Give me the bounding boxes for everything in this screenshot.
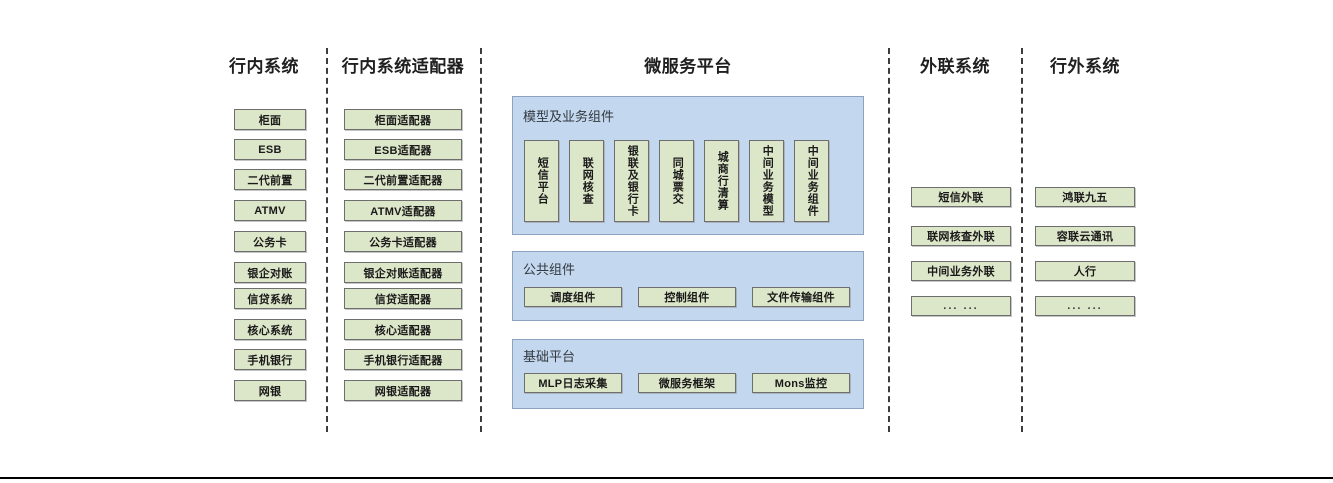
node-in-bank-adapter-7[interactable]: 信贷适配器 [344, 288, 462, 309]
node-in-bank-system-2[interactable]: ESB [234, 139, 306, 160]
node-off-bank-4[interactable]: ... ... [1035, 296, 1135, 316]
column-title-microservice-platform: 微服务平台 [644, 57, 732, 76]
node-in-bank-adapter-5[interactable]: 公务卡适配器 [344, 231, 462, 252]
node-base-platform-3[interactable]: Mons监控 [752, 373, 850, 393]
node-base-platform-2[interactable]: 微服务框架 [638, 373, 736, 393]
node-public-component-2[interactable]: 控制组件 [638, 287, 736, 307]
node-off-bank-3[interactable]: 人行 [1035, 261, 1135, 281]
node-in-bank-adapter-3[interactable]: 二代前置适配器 [344, 169, 462, 190]
node-in-bank-adapter-4[interactable]: ATMV适配器 [344, 200, 462, 221]
node-in-bank-system-6[interactable]: 银企对账 [234, 262, 306, 283]
node-in-bank-adapter-2[interactable]: ESB适配器 [344, 139, 462, 160]
node-in-bank-system-1[interactable]: 柜面 [234, 109, 306, 130]
node-public-component-3[interactable]: 文件传输组件 [752, 287, 850, 307]
panel-title-model-business-components: 模型及业务组件 [523, 109, 615, 124]
column-title-in-bank-systems: 行内系统 [229, 57, 299, 76]
node-external-link-3[interactable]: 中间业务外联 [911, 261, 1011, 281]
node-model-component-2[interactable]: 联网核查 [569, 140, 604, 222]
node-in-bank-adapter-8[interactable]: 核心适配器 [344, 319, 462, 340]
column-title-off-bank-systems: 行外系统 [1050, 57, 1120, 76]
node-model-component-7[interactable]: 中间业务组件 [794, 140, 829, 222]
node-in-bank-adapter-10[interactable]: 网银适配器 [344, 380, 462, 401]
column-separator-4 [1021, 48, 1023, 432]
node-in-bank-adapter-1[interactable]: 柜面适配器 [344, 109, 462, 130]
column-separator-2 [480, 48, 482, 432]
column-title-in-bank-adapters: 行内系统适配器 [341, 57, 465, 76]
panel-title-base-platform: 基础平台 [523, 349, 576, 364]
bottom-divider [0, 477, 1333, 479]
node-in-bank-system-7[interactable]: 信贷系统 [234, 288, 306, 309]
node-model-component-5[interactable]: 城商行清算 [704, 140, 739, 222]
node-external-link-2[interactable]: 联网核查外联 [911, 226, 1011, 246]
node-in-bank-system-3[interactable]: 二代前置 [234, 169, 306, 190]
node-in-bank-adapter-6[interactable]: 银企对账适配器 [344, 262, 462, 283]
node-in-bank-adapter-9[interactable]: 手机银行适配器 [344, 349, 462, 370]
node-model-component-3[interactable]: 银联及银行卡 [614, 140, 649, 222]
node-public-component-1[interactable]: 调度组件 [524, 287, 622, 307]
column-title-external-link-systems: 外联系统 [920, 57, 990, 76]
node-model-component-4[interactable]: 同城票交 [659, 140, 694, 222]
node-off-bank-1[interactable]: 鸿联九五 [1035, 187, 1135, 207]
panel-public-components [512, 251, 864, 321]
node-model-component-1[interactable]: 短信平台 [524, 140, 559, 222]
column-separator-1 [326, 48, 328, 432]
node-base-platform-1[interactable]: MLP日志采集 [524, 373, 622, 393]
node-in-bank-system-8[interactable]: 核心系统 [234, 319, 306, 340]
node-external-link-4[interactable]: ... ... [911, 296, 1011, 316]
node-in-bank-system-10[interactable]: 网银 [234, 380, 306, 401]
column-separator-3 [888, 48, 890, 432]
node-model-component-6[interactable]: 中间业务模型 [749, 140, 784, 222]
node-in-bank-system-5[interactable]: 公务卡 [234, 231, 306, 252]
panel-title-public-components: 公共组件 [523, 262, 576, 277]
node-off-bank-2[interactable]: 容联云通讯 [1035, 226, 1135, 246]
node-in-bank-system-4[interactable]: ATMV [234, 200, 306, 221]
node-external-link-1[interactable]: 短信外联 [911, 187, 1011, 207]
node-in-bank-system-9[interactable]: 手机银行 [234, 349, 306, 370]
